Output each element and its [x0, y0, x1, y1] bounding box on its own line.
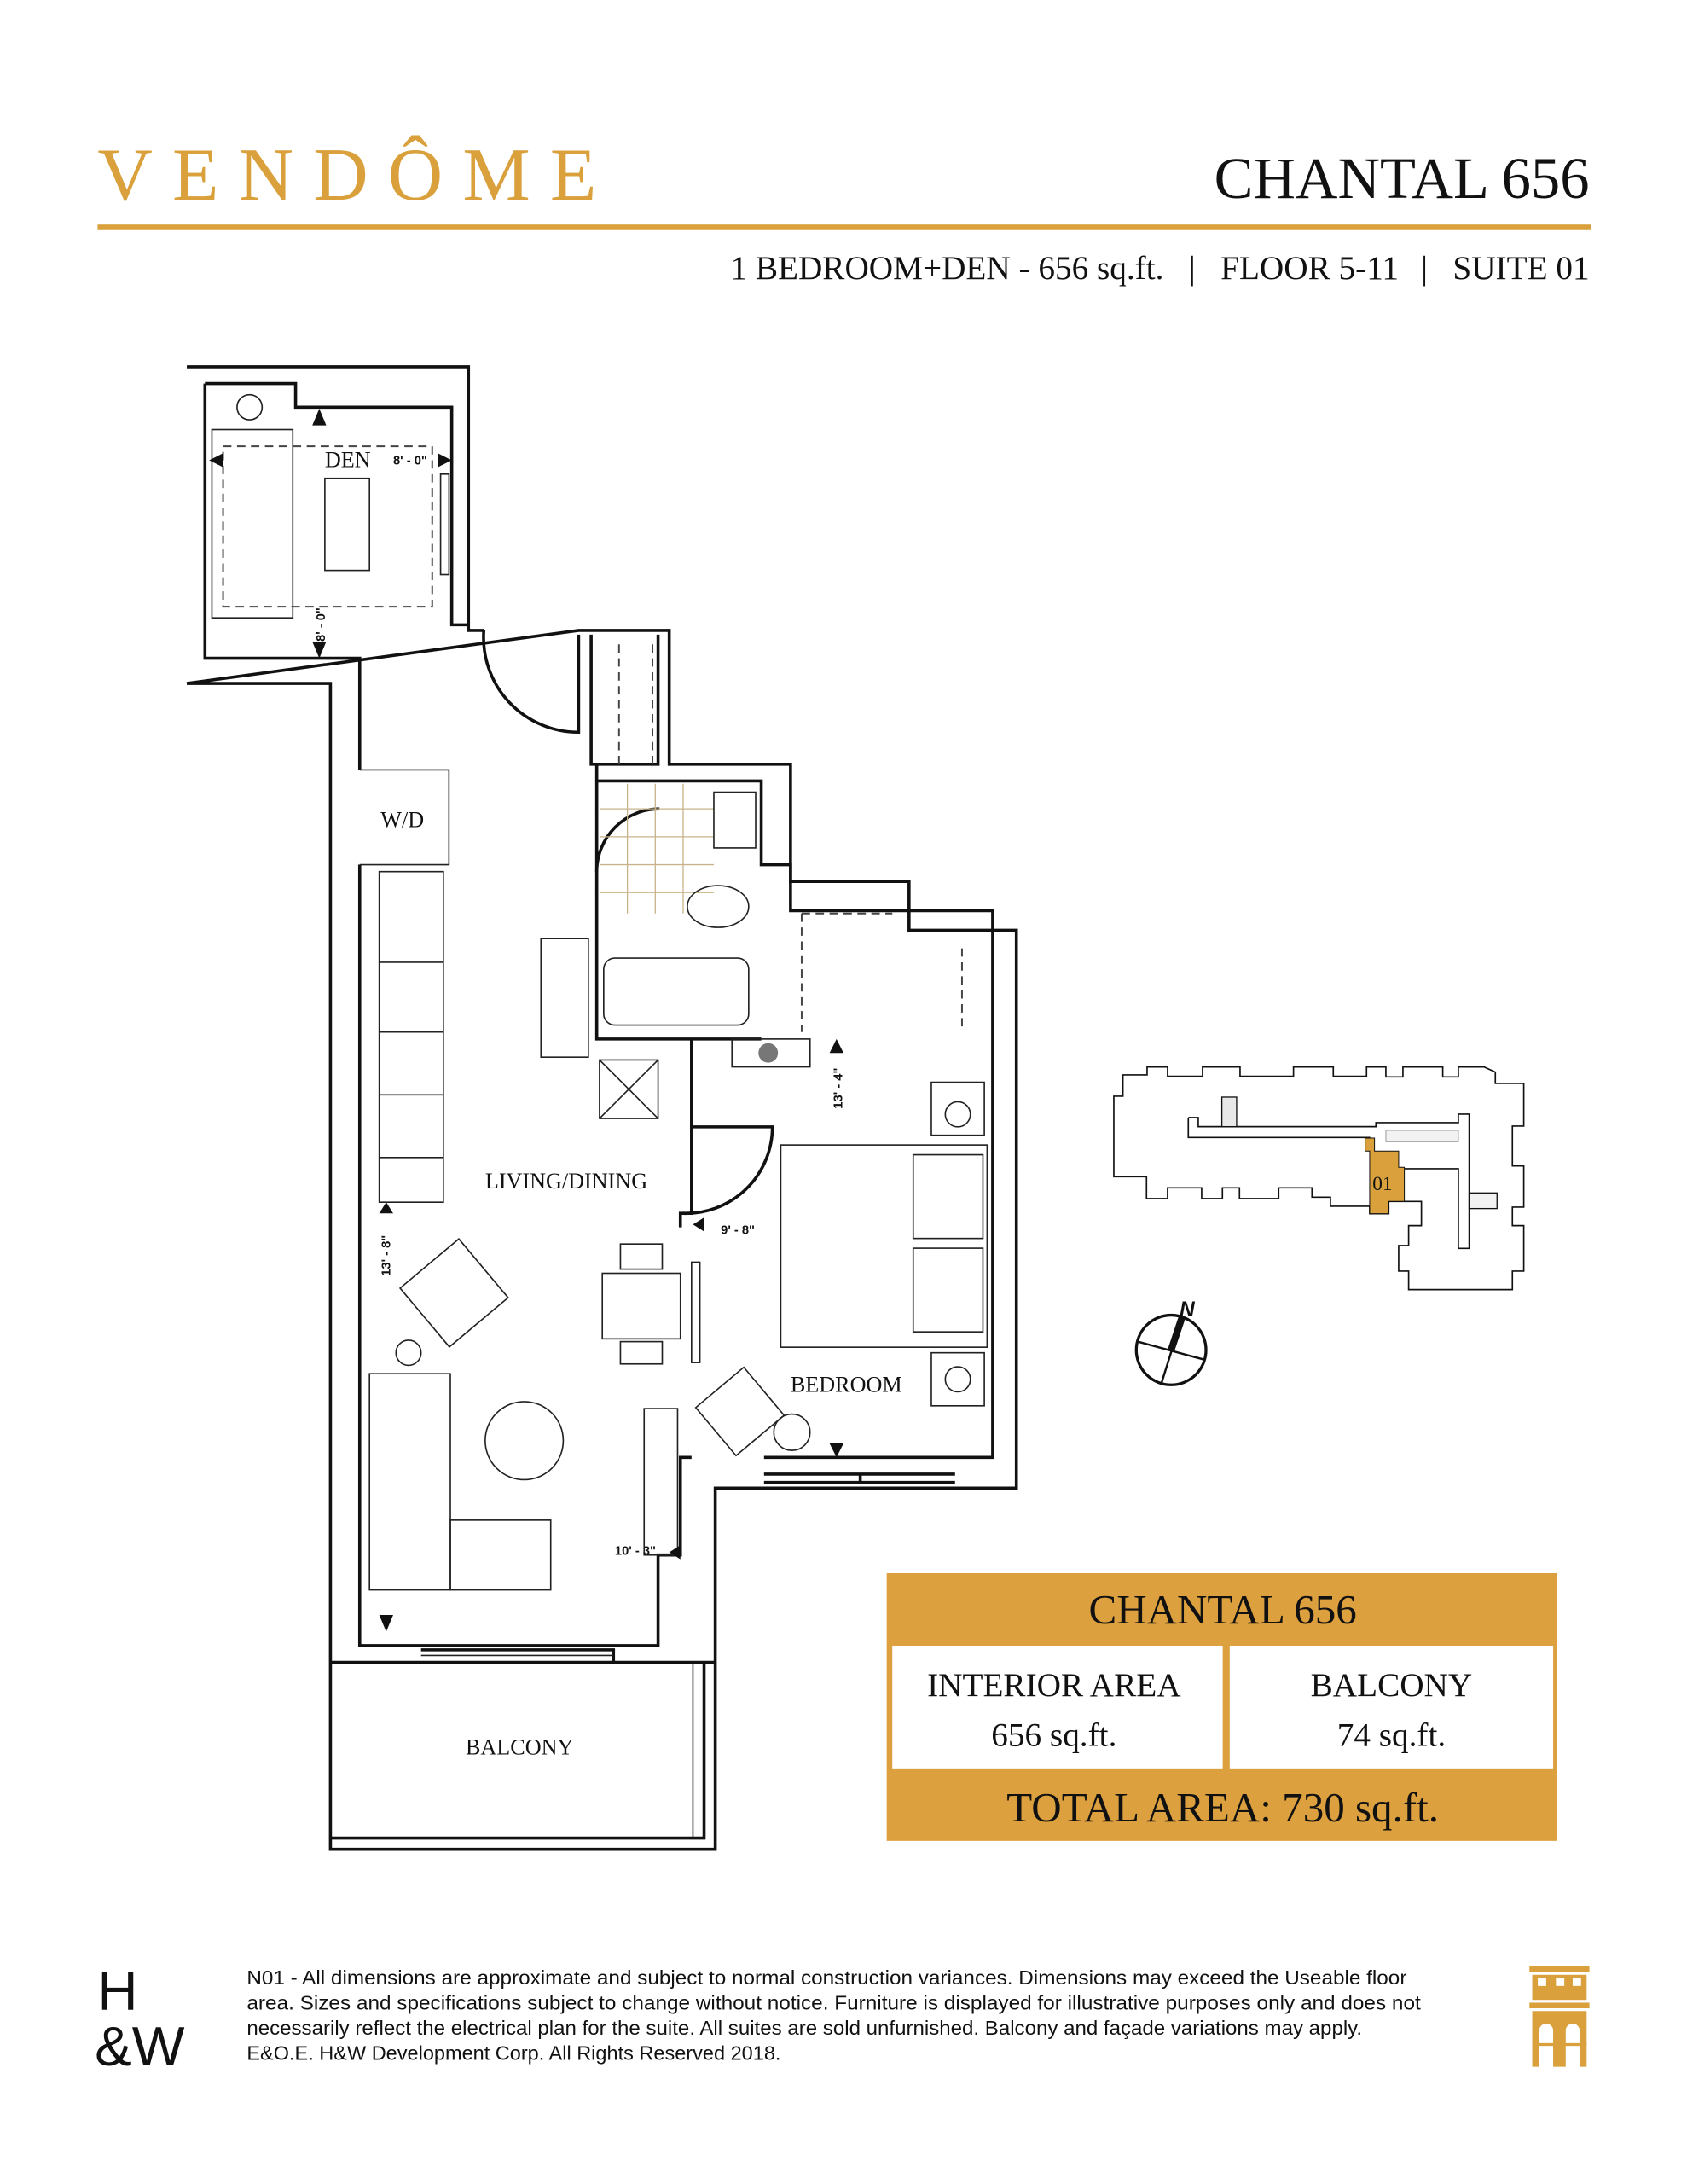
bathroom-tiles	[599, 783, 714, 914]
area-table-title: CHANTAL 656	[1088, 1586, 1356, 1633]
room-label-wd: W/D	[380, 807, 424, 832]
suite-01-highlight	[1365, 1137, 1406, 1215]
interior-area-label: INTERIOR AREA	[927, 1667, 1181, 1704]
room-label-balcony: BALCONY	[466, 1734, 573, 1759]
dimension-label: 10' - 3"	[615, 1545, 656, 1559]
floor-range: FLOOR 5-11	[1220, 250, 1399, 287]
bed	[780, 1144, 988, 1348]
key-plan: 01	[1113, 1066, 1525, 1291]
suite-01-label: 01	[1372, 1173, 1392, 1195]
total-area: TOTAL AREA: 730 sq.ft.	[1006, 1784, 1439, 1831]
light-fixture-icon	[395, 1339, 422, 1367]
sink	[713, 791, 757, 849]
area-table: CHANTAL 656 INTERIOR AREA 656 sq.ft. BAL…	[886, 1572, 1557, 1841]
compass-north-label: N	[1180, 1298, 1196, 1321]
north-compass-icon: N	[1134, 1298, 1208, 1386]
suite-subtitle: 1 BEDROOM+DEN - 656 sq.ft. | FLOOR 5-11 …	[730, 250, 1589, 287]
unit-type: 1 BEDROOM+DEN - 656 sq.ft.	[730, 250, 1163, 287]
light-fixture-icon	[944, 1366, 971, 1393]
interior-area-value: 656 sq.ft.	[991, 1717, 1116, 1754]
header-divider	[97, 224, 1591, 230]
floor-plan: DEN W/D LIVING/DINING BEDROOM BALCONY 8'…	[186, 365, 1018, 1851]
page-title: CHANTAL 656	[1215, 146, 1590, 211]
dimension-label: 9' - 8"	[721, 1224, 755, 1238]
dimension-label: 8' - 0"	[393, 454, 427, 468]
disclaimer: N01 - All dimensions are approximate and…	[246, 1966, 1421, 2064]
living-sofa	[368, 1373, 451, 1591]
light-fixture-icon	[944, 1101, 971, 1128]
dimension-label: 13' - 8"	[380, 1235, 394, 1276]
balcony-area-label: BALCONY	[1311, 1667, 1473, 1704]
room-label-den: DEN	[325, 448, 371, 473]
hw-logo-line1: H	[97, 1960, 137, 2022]
armchair	[398, 1238, 509, 1348]
balcony-area-value: 74 sq.ft.	[1337, 1717, 1446, 1754]
disclaimer-line: area. Sizes and specifications subject t…	[246, 1992, 1421, 2014]
disclaimer-line: E&O.E. H&W Development Corp. All Rights …	[246, 2042, 780, 2064]
shower	[599, 1059, 659, 1119]
building-logo-icon	[1529, 1966, 1590, 2067]
coffee-table	[484, 1401, 565, 1481]
disclaimer-line: N01 - All dimensions are approximate and…	[246, 1966, 1406, 1989]
room-label-living: LIVING/DINING	[485, 1169, 647, 1194]
room-label-bedroom: BEDROOM	[791, 1372, 902, 1397]
toilet	[687, 885, 750, 928]
dimension-label: 8' - 0"	[315, 607, 328, 642]
dining-table	[601, 1272, 681, 1340]
separator: |	[1189, 250, 1196, 287]
disclaimer-line: necessarily reflect the electrical plan …	[246, 2017, 1362, 2039]
dimension-label: 13' - 4"	[832, 1068, 845, 1109]
den-sofa	[211, 428, 294, 619]
den-table	[324, 477, 371, 572]
vendome-logo: VENDÔME	[97, 133, 616, 217]
suite-number: SUITE 01	[1452, 250, 1589, 287]
separator: |	[1421, 250, 1428, 287]
hw-logo-line2: &W	[95, 2015, 185, 2077]
light-fixture-icon	[236, 393, 264, 421]
bathtub	[603, 957, 750, 1026]
